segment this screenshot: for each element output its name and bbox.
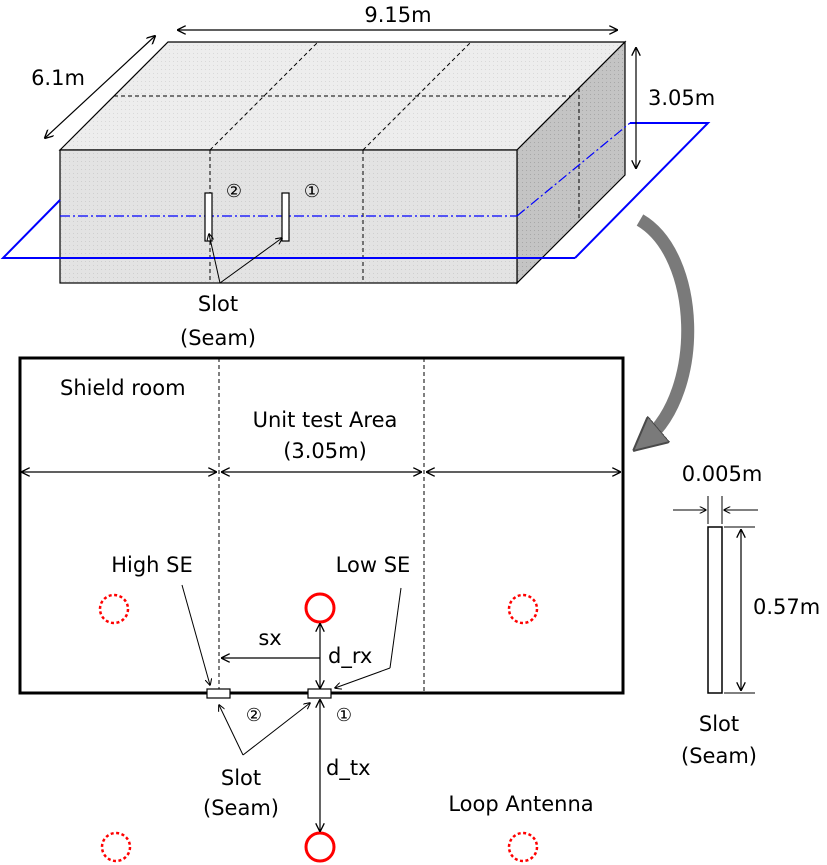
unit-test-area-label: Unit test Area: [253, 408, 398, 432]
slot-detail: 0.005m 0.57m Slot (Seam): [673, 462, 820, 768]
loop-antenna-rx: [304, 592, 336, 624]
slot-label-3d-line1: Slot: [198, 292, 238, 316]
slot-2-marker-plan: ②: [246, 705, 262, 726]
slot-label-plan-line2: (Seam): [203, 796, 279, 820]
unit-test-area-width: (3.05m): [283, 439, 367, 463]
slot-detail-label-line2: (Seam): [681, 744, 757, 768]
slot-detail-label-line1: Slot: [699, 712, 739, 736]
low-se-label: Low SE: [336, 553, 411, 577]
slot-1-marker-plan: ①: [336, 705, 352, 726]
loop-antenna-inactive: [507, 593, 539, 625]
loop-antenna-tx: [304, 831, 336, 863]
slot-2-marker-3d: ②: [226, 181, 242, 202]
loop-antenna-label: Loop Antenna: [448, 792, 593, 816]
height-dimension-label: 3.05m: [648, 86, 715, 110]
sx-label: sx: [258, 626, 281, 650]
depth-dimension-label: 6.1m: [31, 66, 85, 90]
measurement-plane-back: [574, 122, 711, 259]
measurement-plane-side-line: [516, 122, 631, 217]
low-se-pointer: [389, 587, 402, 669]
shield-room-3d-view: ② ① Slot (Seam) 9.15m 6.1m 3.05m: [0, 3, 715, 350]
shield-room-label: Shield room: [60, 376, 186, 400]
d-tx-label: d_tx: [326, 756, 371, 781]
high-se-label: High SE: [111, 553, 193, 577]
loop-antenna-inactive: [100, 831, 132, 863]
slot-1-plan: [307, 688, 332, 699]
slot-width-label: 0.005m: [682, 462, 763, 486]
curved-arrow: [640, 214, 695, 440]
slot-pointer-arrow: [219, 238, 282, 284]
width-dimension-label: 9.15m: [364, 3, 431, 27]
high-se-pointer: [181, 584, 210, 685]
slot-height-label: 0.57m: [753, 595, 820, 619]
slot-detail-shape: [707, 526, 723, 694]
loop-antenna-inactive: [98, 593, 130, 625]
slot-2-plan: [206, 688, 231, 699]
slot-label-3d-line2: (Seam): [180, 326, 256, 350]
slot-label-plan-line1: Slot: [221, 766, 261, 790]
slot-pointer-arrow: [242, 703, 310, 756]
slot-pointer-arrow: [209, 234, 221, 284]
loop-antenna-inactive: [507, 831, 539, 863]
low-se-pointer-tip: [335, 667, 391, 688]
depth-dimension-arrow: [45, 36, 155, 138]
plan-view: Shield room Unit test Area (3.05m) High …: [18, 356, 625, 863]
slot-2-3d: [204, 192, 213, 242]
slot-pointer-arrow: [219, 705, 244, 756]
slot-1-marker-3d: ①: [304, 181, 320, 202]
d-rx-label: d_rx: [328, 644, 372, 669]
measurement-plane-front: [0, 199, 575, 259]
slot-1-3d: [281, 192, 290, 242]
